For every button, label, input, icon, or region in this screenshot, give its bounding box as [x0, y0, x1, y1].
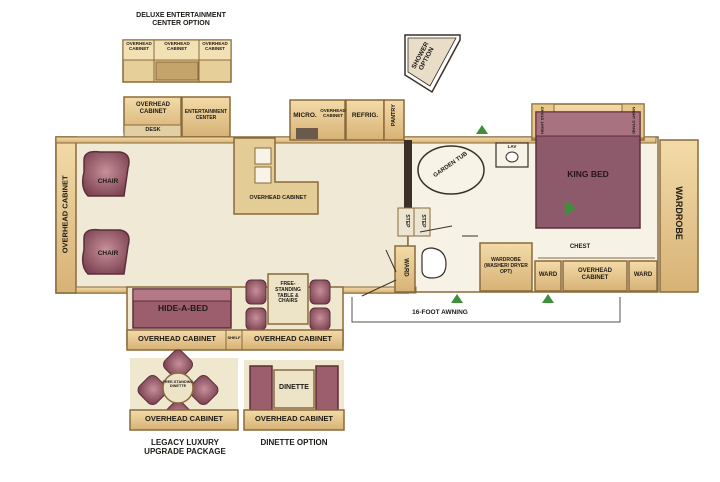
slide-cabinet-label: OVERHEAD CABINET	[254, 334, 332, 343]
dinette-cabinet	[243, 409, 345, 431]
dinette-chair	[245, 307, 267, 331]
front-overhead-cabinet-label: OVERHEAD CABINET	[60, 175, 70, 254]
washer-dryer-wardrobe	[479, 242, 533, 292]
slide-overhead-cabinet	[126, 329, 344, 351]
deluxe-entertainment-option	[122, 39, 232, 83]
markers	[451, 125, 576, 303]
lav-bowl	[505, 151, 519, 163]
deluxe-section-label: OVERHEAD CABINET	[202, 41, 228, 52]
nightstand-label: NIGHT STAND	[539, 106, 545, 134]
free-standing-label: FREE-STANDING TABLE & CHAIRS	[275, 281, 301, 305]
cooktop	[296, 128, 318, 139]
sofa-back	[132, 288, 232, 302]
refrigerator	[345, 99, 385, 141]
desk-module	[123, 96, 231, 138]
garden-tub	[417, 145, 485, 195]
chest-label: CHEST	[569, 244, 591, 250]
awning-label: 16-FOOT AWNING	[412, 309, 468, 316]
nightstand-label: NIGHT STAND	[631, 106, 637, 134]
island-cabinet-label: OVERHEAD CABINET	[249, 195, 307, 201]
entertainment-center-label: ENTERTAINMENT CENTER	[184, 109, 228, 121]
ward-label: WARD	[402, 258, 409, 277]
marker-triangle	[451, 294, 463, 303]
bath-area	[361, 140, 533, 297]
deluxe-section-label: OVERHEAD CABINET	[126, 41, 152, 52]
step-label: STEP	[403, 214, 410, 228]
entry-door-swing	[385, 249, 397, 273]
dinette-option-drawing	[243, 360, 345, 431]
bed-pillow-area	[535, 111, 641, 137]
ward-bedroom-label: WARD	[538, 272, 558, 278]
ward-bedroom-right	[628, 260, 658, 292]
chair-label: CHAIR	[97, 178, 119, 185]
deluxe-center-unit	[155, 61, 199, 81]
living-slide	[126, 273, 344, 351]
slide-cabinet-label: OVERHEAD CABINET	[138, 334, 216, 343]
shower-option	[404, 34, 461, 94]
chair-label: CHAIR	[97, 250, 119, 257]
dinette-cabinet-label: OVERHEAD CABINET	[255, 414, 333, 423]
door-swing	[419, 225, 453, 233]
dinette-label: DINETTE	[279, 384, 309, 391]
dinette-bench	[315, 365, 339, 411]
legacy-package-title: LEGACY LUXURY UPGRADE PACKAGE	[144, 438, 226, 457]
kitchen-cabinet-label: OVERHEAD CABINET	[320, 108, 346, 119]
deluxe-cabinet-top	[122, 39, 232, 61]
king-bed-label: KING BED	[567, 169, 609, 179]
desk-label: DESK	[145, 127, 161, 133]
awning	[351, 297, 621, 323]
wardrobe-wall	[659, 139, 699, 293]
lavatory	[495, 142, 529, 168]
step-label: STEP	[419, 214, 426, 228]
dinette-chair	[309, 307, 331, 331]
deluxe-option-title: DELUXE ENTERTAINMENT CENTER OPTION	[136, 12, 226, 28]
desk-cabinet-label: OVERHEAD CABINET	[135, 102, 170, 115]
legacy-cabinet-label: OVERHEAD CABINET	[145, 414, 223, 423]
toilet	[421, 247, 447, 279]
marker-triangle	[542, 294, 554, 303]
shower-pan	[407, 37, 457, 87]
dinette-table	[273, 369, 315, 409]
hide-a-bed-label: HIDE-A-BED	[157, 303, 209, 313]
legacy-table-label: FREE-STANDING DINETTE	[162, 380, 194, 389]
bedroom-cabinet-label: OVERHEAD CABINET	[577, 268, 612, 281]
dinette-option-title: DINETTE OPTION	[260, 438, 328, 447]
lav-label: LAV	[507, 144, 517, 149]
chair-lower	[81, 228, 130, 275]
sink-bowl	[254, 147, 272, 165]
legacy-table	[162, 372, 194, 404]
step	[413, 207, 431, 237]
bedroom	[531, 103, 658, 292]
chair-upper	[81, 150, 130, 197]
wardrobe-label: WARDROBE	[674, 186, 685, 240]
dinette-chair	[309, 279, 331, 305]
bedroom-overhead-cabinet	[562, 260, 628, 292]
refrig-label: REFRIG.	[351, 112, 379, 119]
entry-door-swing	[361, 279, 397, 297]
living-chairs	[81, 150, 130, 275]
dinette-chair	[245, 279, 267, 305]
ward-bedroom	[534, 260, 562, 292]
marker-triangle	[476, 125, 488, 134]
legacy-cabinet	[129, 409, 239, 431]
deluxe-section-label: OVERHEAD CABINET	[164, 41, 190, 52]
sink-bowl	[254, 166, 272, 184]
free-standing-table	[267, 273, 309, 325]
kitchen-slide	[233, 99, 405, 215]
bath-partition	[404, 140, 412, 212]
washer-dryer-label: WARDROBE (WASHER/ DRYER OPT)	[484, 257, 528, 275]
shelf-label: SHELF	[227, 335, 241, 340]
ward-bedroom-label: WARD	[633, 272, 653, 278]
awning-outline	[351, 297, 621, 323]
micro-label: MICRO.	[293, 112, 317, 119]
pantry-label: PANTRY	[390, 104, 397, 127]
pantry	[383, 99, 405, 141]
legacy-package	[129, 349, 239, 431]
entertainment-center-box	[181, 96, 231, 138]
marker-triangle	[565, 200, 576, 216]
dinette-bench	[249, 365, 273, 411]
